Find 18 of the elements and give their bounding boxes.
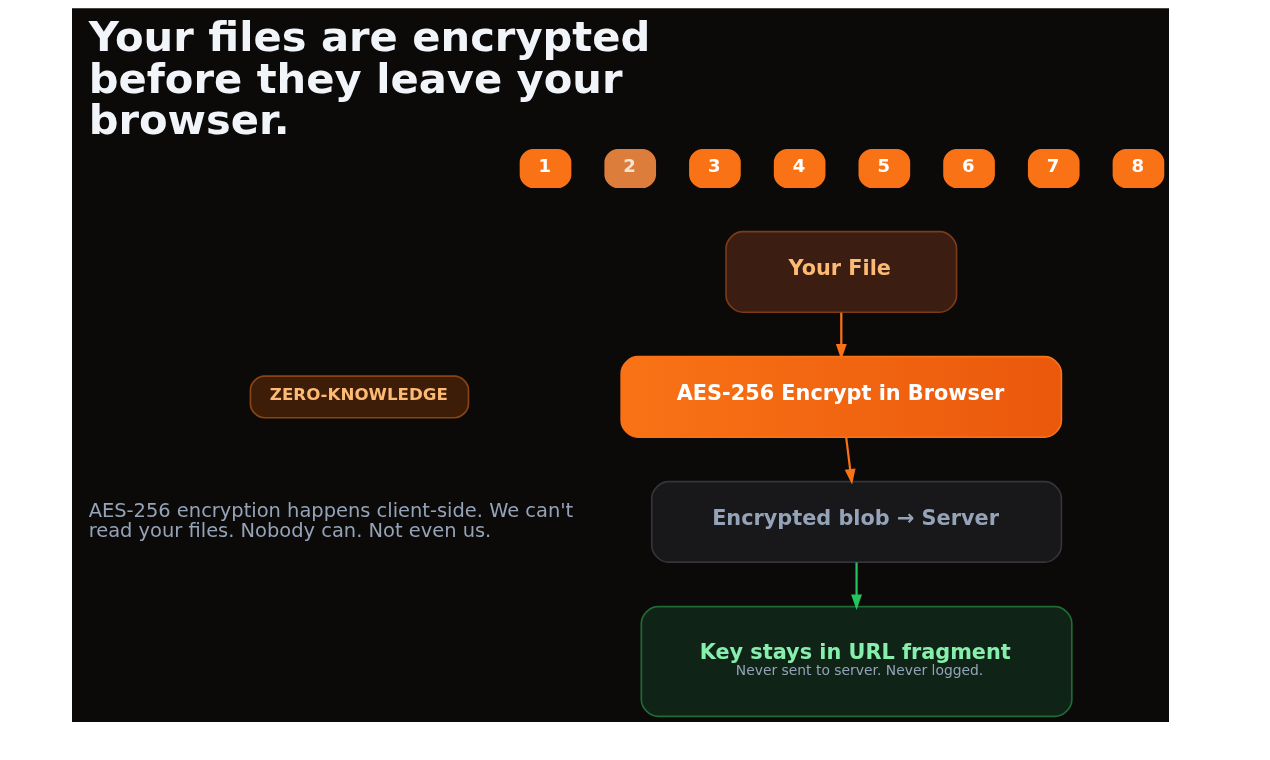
arrow xyxy=(850,562,862,610)
node-box: 4 xyxy=(773,148,825,189)
node-box: ZERO-KNOWLEDGE xyxy=(249,375,469,419)
node-box: 7 xyxy=(1027,148,1080,189)
node-box: AES-256 Encrypt in Browser xyxy=(619,355,1062,439)
node-box: 1 xyxy=(519,148,571,189)
node-box: 6 xyxy=(942,148,995,189)
arrow xyxy=(835,312,847,360)
node-box: 2 xyxy=(603,148,656,189)
node-box: 5 xyxy=(858,148,910,189)
node-box: 8 xyxy=(1112,148,1164,189)
arrow xyxy=(844,437,856,485)
label: AES-256 encryption happens client-side. We can't read your files. Nobody can. Not even us. xyxy=(88,498,573,543)
node-box: 3 xyxy=(688,148,741,189)
node-box: Key stays in URL fragment Never sent to server. Never logged. xyxy=(640,605,1073,718)
node-box: Your File xyxy=(724,230,957,314)
diagram-title: Your files are encrypted before they leave your browser. xyxy=(88,12,650,145)
node-box: Encrypted blob → Server xyxy=(650,480,1062,564)
